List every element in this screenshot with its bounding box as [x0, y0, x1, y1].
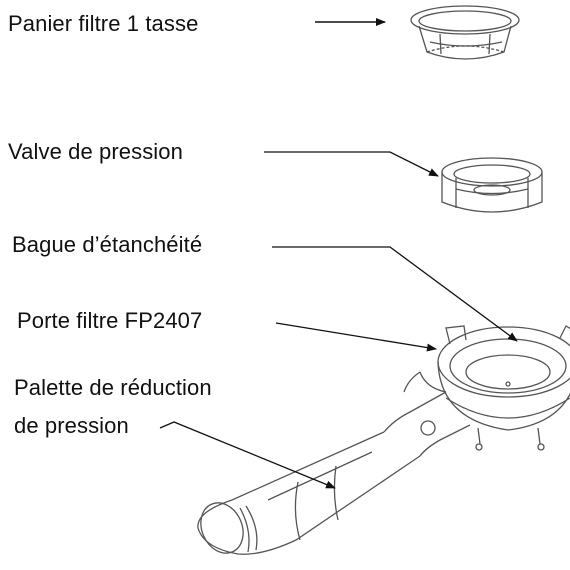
label-portafilter: Porte filtre FP2407 — [17, 308, 203, 333]
label-pressure-valve: Valve de pression — [8, 139, 183, 164]
label-sealing-ring: Bague d’étanchéité — [12, 232, 203, 257]
label-filter-basket: Panier filtre 1 tasse — [8, 11, 199, 36]
pressure-valve-drawing — [441, 157, 543, 213]
pointer-valve — [264, 151, 439, 177]
pointer-holder — [275, 322, 437, 352]
pointer-seal — [272, 246, 518, 342]
label-pressure-pallet-line1: Palette de réduction — [14, 375, 212, 400]
filter-basket-drawing — [410, 5, 520, 60]
pointer-pallet — [159, 421, 336, 489]
label-pressure-pallet-line2: de pression — [14, 413, 129, 438]
portafilter-drawing — [197, 325, 570, 555]
